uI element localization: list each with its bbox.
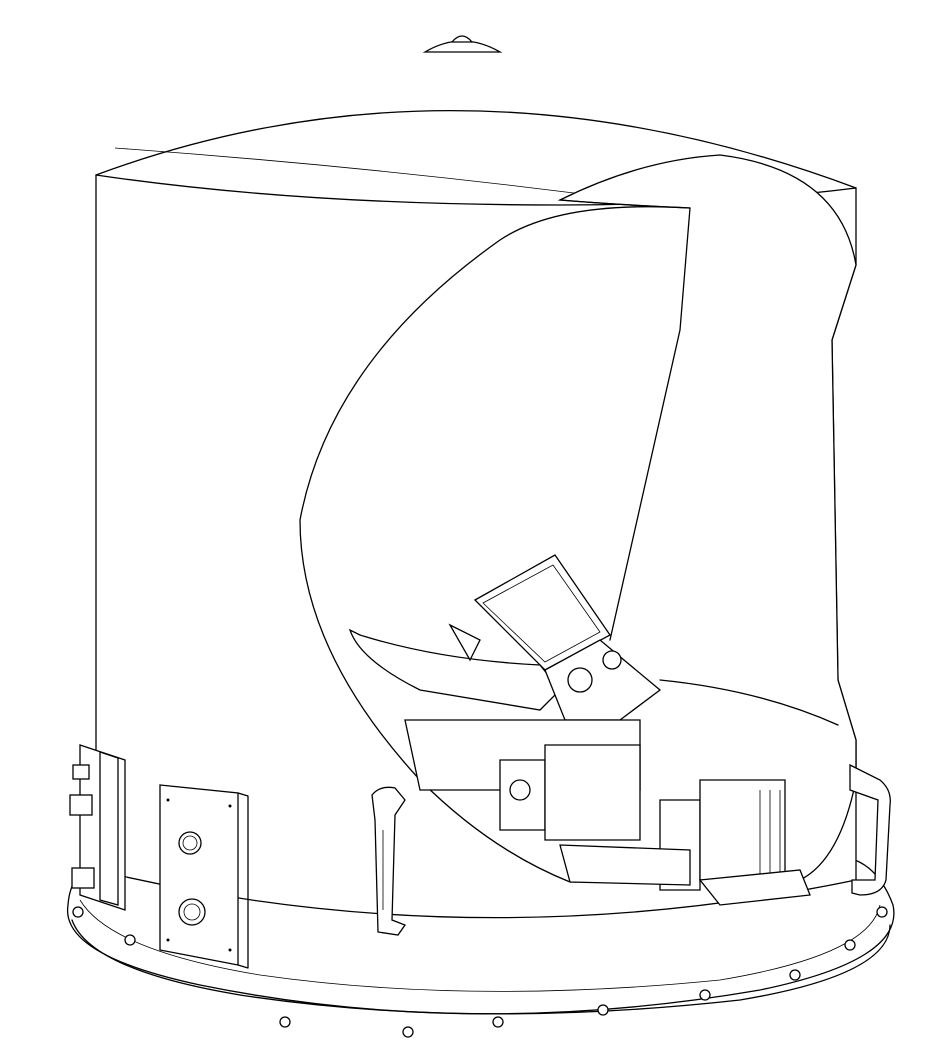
flange-bolts [72, 906, 888, 1038]
cutaway-view [299, 154, 857, 883]
connector-panel-left [69, 744, 126, 911]
carry-handle [849, 763, 891, 896]
connector-panel-front [159, 784, 249, 969]
antenna-assembly [348, 554, 811, 906]
latch-bracket [371, 786, 407, 936]
